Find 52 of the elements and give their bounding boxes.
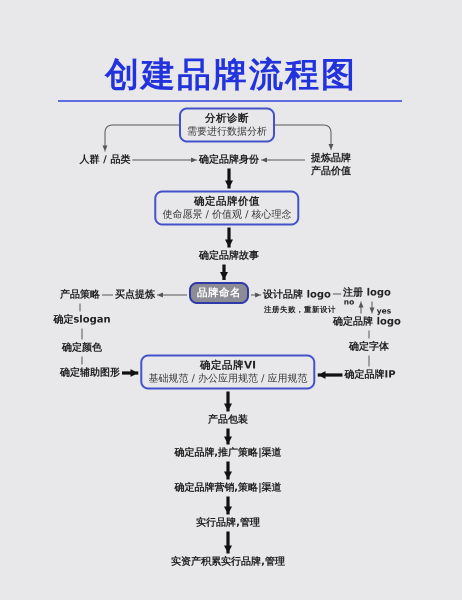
process-box <box>140 354 316 390</box>
step-label: 确定颜色 <box>62 342 102 354</box>
arrow <box>132 158 198 162</box>
box-heading: 确定品牌价值 <box>192 194 261 208</box>
step-label: 确定品牌,推广策略|渠道 <box>174 446 282 460</box>
arrow <box>358 301 364 314</box>
box-text: 使命愿景 / 价值观 / 核心理念 <box>162 208 292 222</box>
connector-line <box>102 294 114 296</box>
step-label: 注册 logo <box>343 286 391 300</box>
step-label: 确定字体 <box>349 340 389 354</box>
arrow <box>224 532 232 554</box>
step-label: 买点提炼 <box>115 288 155 302</box>
step-label: 设计品牌 logo <box>263 288 331 302</box>
box-text: 需要进行数据分析 <box>187 126 267 138</box>
arrow <box>220 264 228 280</box>
step-label: 确定辅助图形 <box>60 366 120 380</box>
process-box <box>154 190 300 226</box>
step-label: 提炼品牌产品价值 <box>307 152 355 178</box>
arrow <box>260 158 306 162</box>
arrow <box>250 292 262 298</box>
step-label: 确定slogan <box>53 314 111 326</box>
arrow <box>102 124 180 152</box>
arrow <box>122 369 138 377</box>
box-text: 基础规范 / 办公应用规范 / 应用规范 <box>148 372 308 386</box>
box-heading: 确定品牌VI <box>198 358 258 372</box>
step-label: 实资产积累实行品牌,管理 <box>171 556 285 568</box>
step-label: 确定品牌身份 <box>199 154 259 166</box>
arrow <box>318 371 342 379</box>
step-label: 确定品牌 logo <box>333 316 401 328</box>
step-label: 确定品牌营销,策略|渠道 <box>174 482 282 494</box>
arrow <box>225 168 233 188</box>
box-heading: 品牌命名 <box>197 286 241 300</box>
step-label: 确定品牌故事 <box>199 250 259 262</box>
step-label: 实行品牌,管理 <box>196 516 260 530</box>
process-box <box>189 282 249 304</box>
arrow <box>225 228 233 248</box>
arrow <box>274 124 334 150</box>
arrow <box>224 462 232 480</box>
box-heading: 分析诊断 <box>204 112 250 126</box>
arrow <box>224 392 232 412</box>
arrow <box>156 292 188 298</box>
arrow <box>370 301 374 314</box>
process-box <box>179 108 275 142</box>
connector-line <box>368 355 370 367</box>
step-label: 产品策略 <box>60 288 100 302</box>
arrow <box>224 496 232 514</box>
step-label: 确定品牌IP <box>344 368 396 382</box>
step-label: 产品包装 <box>208 414 248 426</box>
title: 创建品牌流程图 <box>103 54 358 97</box>
step-label: 人群 / 品类 <box>80 154 130 166</box>
arrow <box>224 428 232 444</box>
connector-line <box>368 330 370 339</box>
